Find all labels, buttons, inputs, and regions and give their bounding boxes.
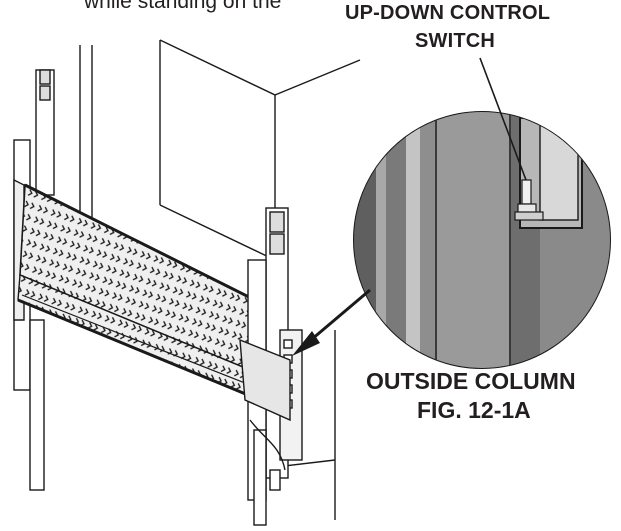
switch-callout-label-line2: SWITCH xyxy=(415,30,496,52)
figure-number: FIG. 12-1A xyxy=(417,397,531,423)
switch-callout-label: UP-DOWN CONTROL xyxy=(345,2,551,24)
callout-leader xyxy=(479,57,527,181)
zoom-detail xyxy=(353,111,611,369)
truck-body xyxy=(79,39,361,520)
platform xyxy=(17,183,256,397)
outside-column xyxy=(239,207,303,526)
intro-text: while standing on the xyxy=(84,0,282,13)
figure-caption: OUTSIDE COLUMN xyxy=(366,368,576,394)
zoom-arrow xyxy=(292,288,371,356)
